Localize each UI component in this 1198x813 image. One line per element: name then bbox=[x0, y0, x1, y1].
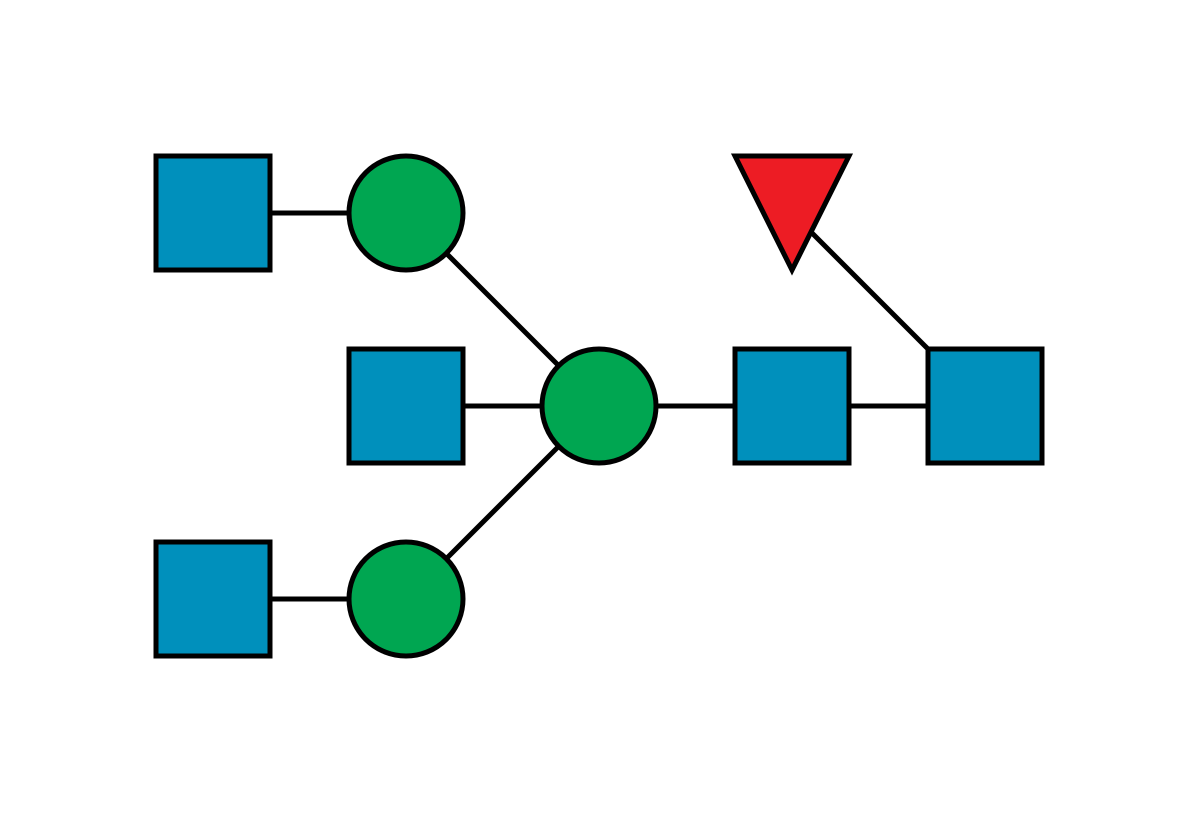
square-top-left-square-node bbox=[153, 153, 273, 273]
nodes-layer bbox=[153, 153, 1045, 659]
square-center-right-square-node bbox=[732, 346, 852, 466]
circle-bottom-circle-node bbox=[346, 539, 466, 659]
square-far-right-square-node bbox=[925, 346, 1045, 466]
circle-center-circle-node bbox=[539, 346, 659, 466]
square-bottom-left-square-node bbox=[153, 539, 273, 659]
circle-top-circle-node bbox=[346, 153, 466, 273]
square-middle-left-square-node bbox=[346, 346, 466, 466]
triangle-top-right-triangle-node bbox=[730, 153, 854, 276]
